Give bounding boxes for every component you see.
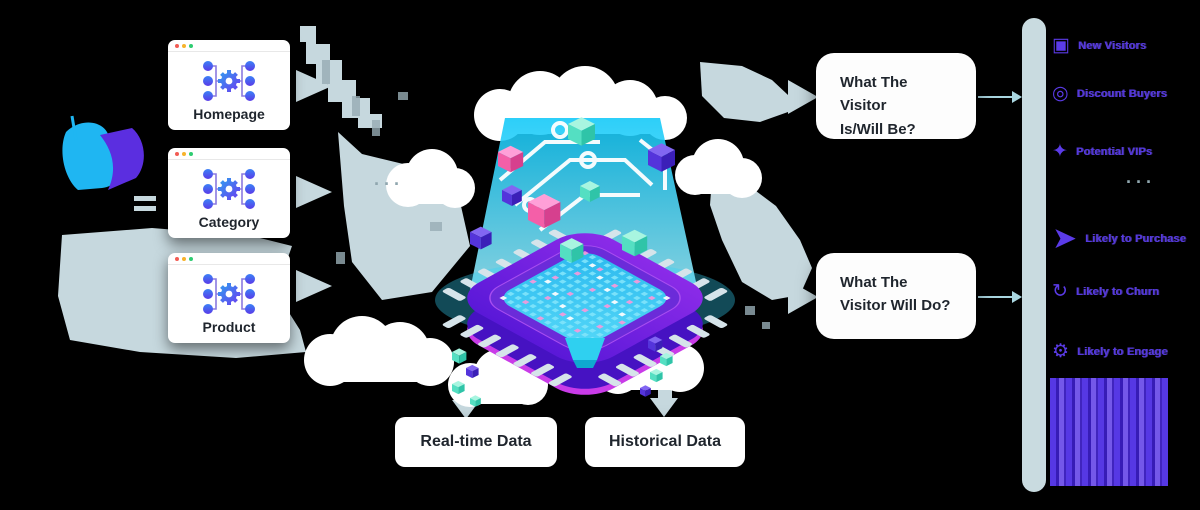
output-row: ◎ Discount Buyers [1052, 84, 1167, 103]
output-label: New Visitors [1077, 39, 1147, 52]
window-label: Product [202, 319, 256, 335]
chip-pins [442, 229, 728, 387]
output-label: Likely to Churn [1075, 285, 1159, 298]
question-1-line2: Is/Will Be? [840, 120, 916, 138]
window-titlebar [168, 40, 290, 52]
workflow-gear-icon [203, 274, 255, 314]
question-1-line1: What The Visitor [840, 74, 908, 115]
arrowhead-box2 [788, 280, 818, 314]
output-row: ⚙ Likely to Engage [1052, 342, 1168, 361]
box-to-bar-lines [978, 96, 1012, 298]
connector-bar-2 [134, 206, 156, 211]
arrow-chip-to-box2 [710, 178, 812, 300]
output-label: Potential VIPs [1075, 145, 1153, 158]
churn-icon: ↻ [1052, 281, 1068, 302]
traffic-light-yellow [182, 151, 186, 156]
ellipsis-left: ··· [374, 174, 404, 194]
window-category: Category [168, 148, 290, 238]
cloud-left [386, 149, 475, 208]
traffic-light-green [189, 256, 193, 261]
floating-cubes [452, 117, 675, 407]
output-row: ↻ Likely to Churn [1052, 282, 1159, 301]
glitch-artifact [1050, 378, 1168, 486]
question-2-line2: Visitor Will Do? [840, 297, 951, 315]
target-icon: ◎ [1052, 83, 1069, 104]
output-row: ➤ Likely to Purchase [1052, 224, 1186, 254]
arrowhead-historical [650, 398, 678, 417]
traffic-light-yellow [182, 43, 186, 48]
window-homepage: Homepage [168, 40, 290, 130]
chip-connector [565, 338, 605, 368]
traffic-light-red [175, 256, 179, 261]
window-product: Product [168, 253, 290, 343]
traffic-light-red [175, 43, 179, 48]
arrowhead-category [296, 176, 332, 208]
arrowhead-homepage [296, 70, 332, 102]
window-label: Homepage [193, 106, 265, 122]
output-label: Discount Buyers [1076, 87, 1168, 100]
chip-grid-dots [499, 250, 671, 346]
question-box-2: What The Visitor Will Do? [816, 253, 976, 339]
output-label: Likely to Engage [1077, 345, 1168, 358]
output-label: Likely to Purchase [1085, 233, 1186, 245]
arrowhead-product [296, 270, 332, 302]
question-box-1: What The Visitor Is/Will Be? [816, 53, 976, 139]
vip-star-icon: ✦ [1052, 141, 1068, 162]
output-row: ▣ New Visitors [1052, 36, 1146, 55]
traffic-light-red [175, 151, 179, 156]
output-row: ✦ Potential VIPs [1052, 142, 1152, 161]
traffic-light-green [189, 151, 193, 156]
box-to-bar-tips [1012, 91, 1022, 303]
traffic-light-green [189, 43, 193, 48]
cloud-right [675, 139, 762, 198]
arrow-top-band [300, 26, 382, 128]
window-titlebar [168, 253, 290, 265]
chip-body [467, 233, 703, 363]
historical-data-label: Historical Data [585, 417, 745, 467]
engage-gear-icon: ⚙ [1052, 341, 1070, 362]
ellipsis-right: ··· [1126, 172, 1156, 192]
realtime-data-label: Real-time Data [395, 417, 557, 467]
window-label: Category [198, 214, 260, 230]
workflow-gear-icon [203, 169, 255, 209]
question-2-line1: What The [840, 274, 908, 291]
traffic-light-yellow [182, 256, 186, 261]
window-titlebar [168, 148, 290, 160]
megaphone-icon: ➤ [1052, 222, 1078, 255]
visitor-logo [62, 115, 144, 190]
browser-icon: ▣ [1052, 35, 1070, 56]
workflow-gear-icon [203, 61, 255, 101]
connector-bar-1 [134, 196, 156, 201]
output-bar [1022, 18, 1046, 492]
arrow-mid-sail [338, 132, 470, 300]
arrow-chip-to-box1 [700, 62, 788, 122]
arrowhead-box1 [788, 80, 818, 114]
cloud-bottom-left [304, 316, 454, 386]
